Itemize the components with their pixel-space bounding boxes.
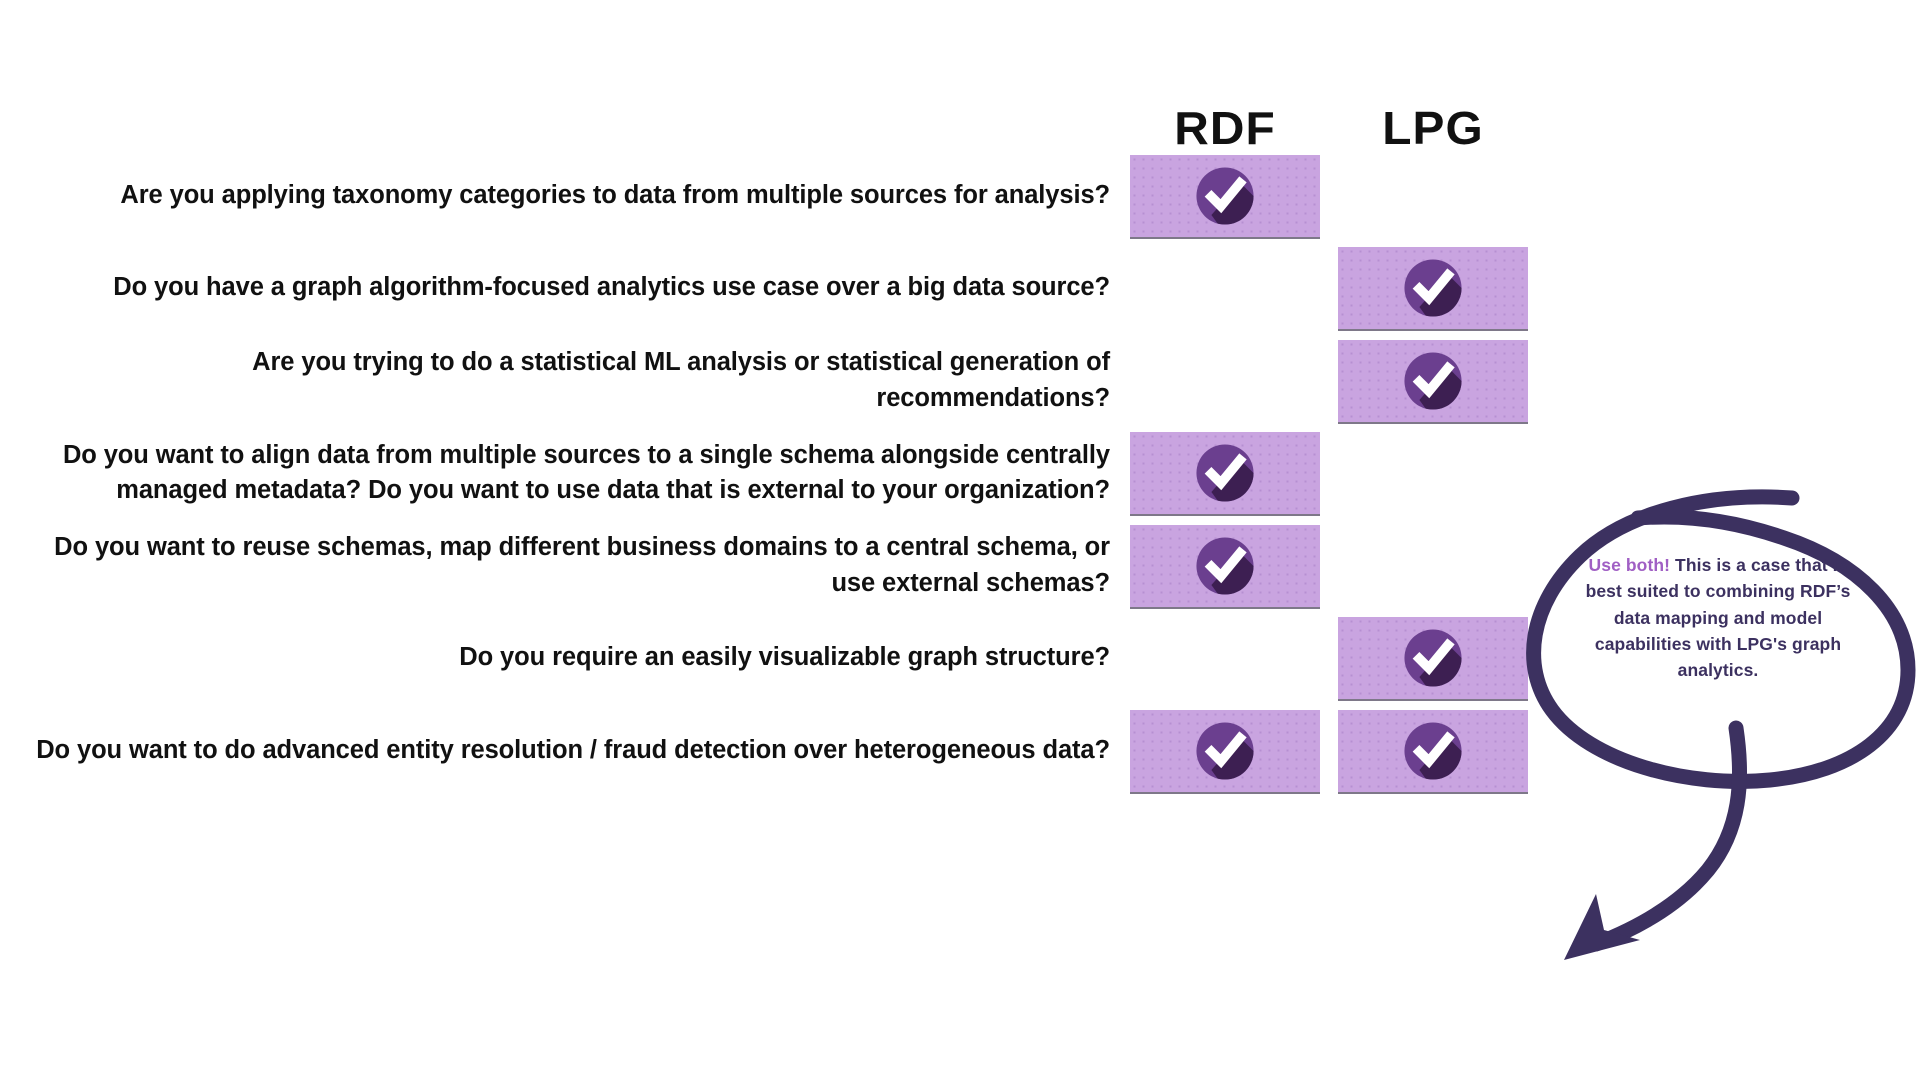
row-question: Do you have a graph algorithm-focused an…: [113, 273, 1110, 302]
row-question: Do you want to align data from multiple …: [62, 440, 1110, 504]
matrix-row: Do you want to reuse schemas, map differ…: [0, 518, 1920, 613]
check-cell-lpg[interactable]: [1338, 617, 1528, 699]
check-circle-icon: [1196, 536, 1254, 595]
row-question: Do you require an easily visualizable gr…: [459, 643, 1110, 672]
check-circle-icon: [1196, 444, 1254, 502]
annotation-body-label: This is a case that is best suited to co…: [1585, 555, 1851, 680]
matrix-row: Do you want to do advanced entity resolu…: [0, 703, 1920, 798]
column-header-lpg: LPG: [1382, 102, 1484, 154]
check-cell-rdf[interactable]: [1130, 154, 1320, 237]
arrow-head-icon: [1564, 894, 1640, 960]
check-circle-icon: [1196, 166, 1254, 225]
matrix-row: Are you trying to do a statistical ML an…: [0, 333, 1920, 428]
check-cell-rdf[interactable]: [1130, 432, 1320, 514]
matrix-row: Do you require an easily visualizable gr…: [0, 611, 1920, 706]
column-header-rdf: RDF: [1174, 102, 1276, 154]
annotation-text: Use both! This is a case that is best su…: [1568, 552, 1868, 683]
annotation-lead-label: Use both!: [1588, 555, 1671, 575]
check-cell-lpg[interactable]: [1338, 709, 1528, 792]
check-cell-lpg[interactable]: [1338, 247, 1528, 329]
row-question: Do you want to do advanced entity resolu…: [36, 735, 1110, 764]
row-question: Do you want to reuse schemas, map differ…: [54, 533, 1110, 597]
check-cell-rdf[interactable]: [1130, 524, 1320, 607]
matrix-row: Do you have a graph algorithm-focused an…: [0, 241, 1920, 336]
check-circle-icon: [1196, 721, 1254, 780]
check-circle-icon: [1404, 721, 1462, 780]
matrix-row: Are you applying taxonomy categories to …: [0, 148, 1920, 243]
row-question: Are you applying taxonomy categories to …: [120, 180, 1110, 209]
matrix-row: Do you want to align data from multiple …: [0, 426, 1920, 521]
check-cell-rdf[interactable]: [1130, 709, 1320, 792]
check-circle-icon: [1404, 259, 1462, 317]
check-circle-icon: [1404, 351, 1462, 410]
check-cell-lpg[interactable]: [1338, 339, 1528, 422]
row-question: Are you trying to do a statistical ML an…: [252, 348, 1110, 412]
check-circle-icon: [1404, 629, 1462, 687]
